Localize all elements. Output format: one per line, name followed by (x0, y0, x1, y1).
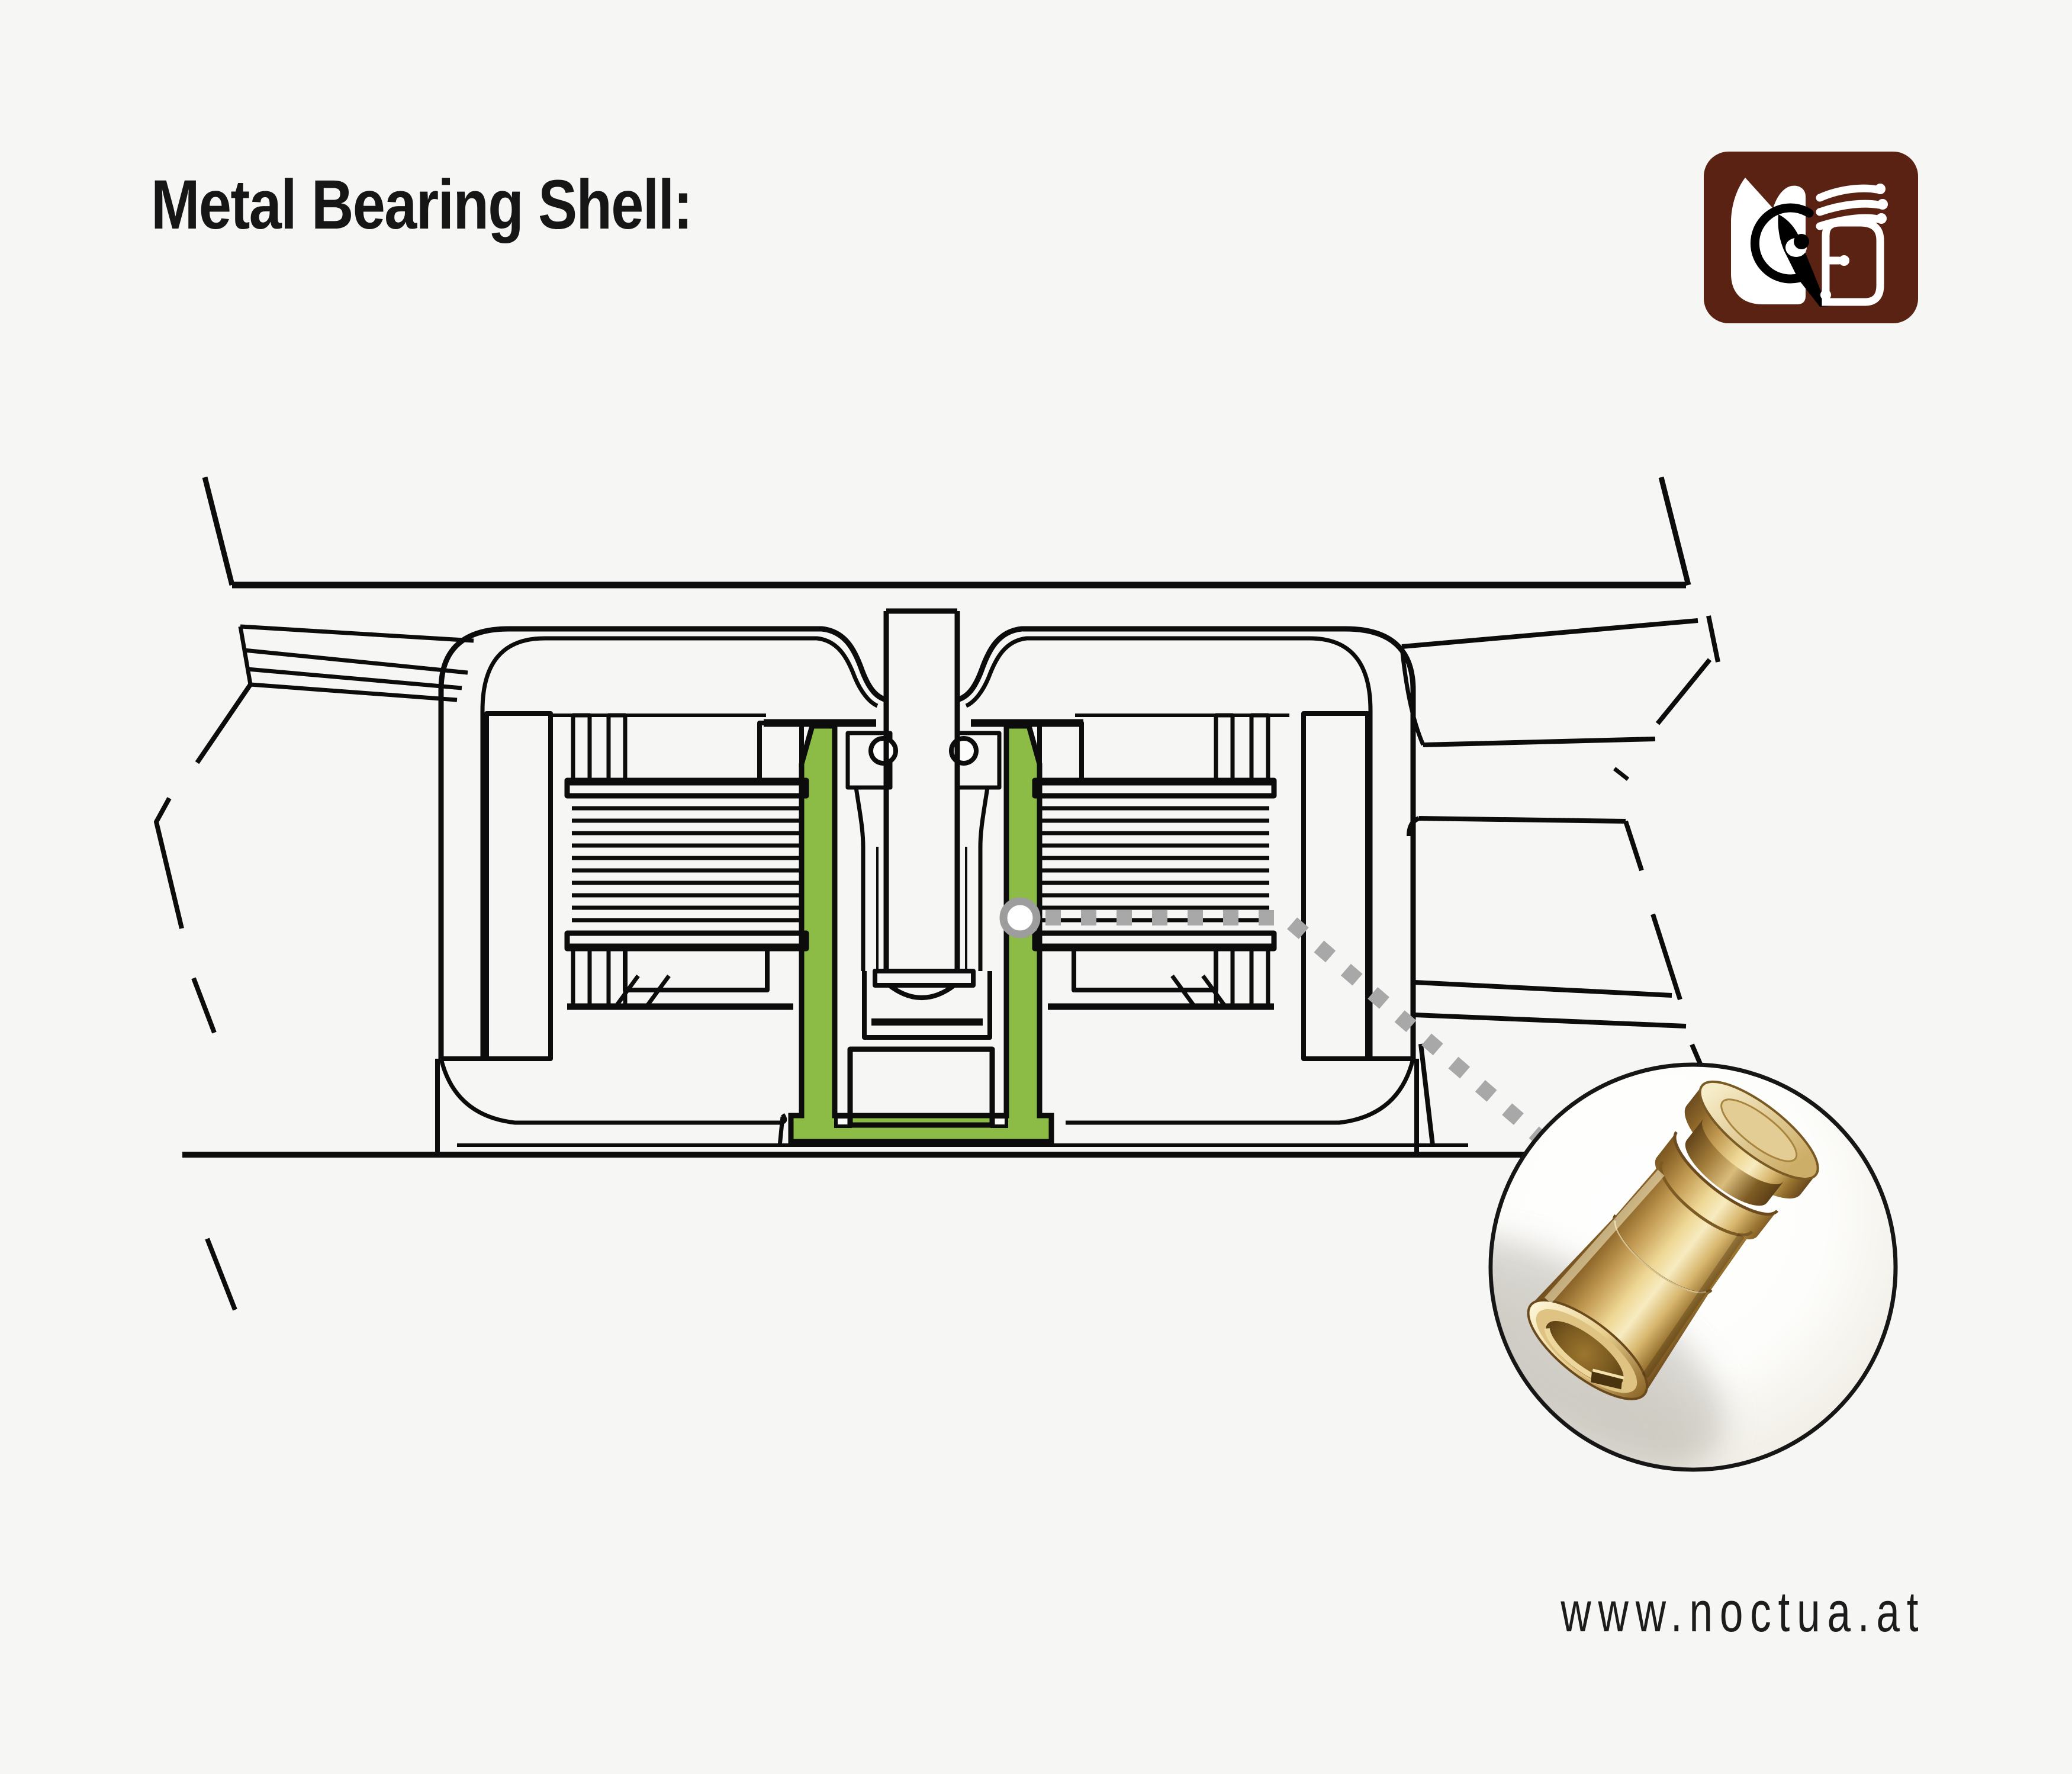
noctua-owl-logo-svg (1704, 152, 1918, 323)
noctua-owl-logo-icon (1704, 152, 1918, 323)
hub-boss-left (757, 721, 804, 783)
stator-coil-right (1032, 713, 1289, 1010)
motor-shaft-and-bearing (757, 608, 1084, 1147)
stator-coil-left (552, 713, 809, 1010)
motor-base-box (847, 1046, 995, 1128)
marker-dot (999, 897, 1041, 939)
rotor-hub (435, 626, 1419, 1153)
bearing-ball-left (868, 736, 898, 766)
website-url: www.noctua.at (1561, 1580, 1925, 1644)
page-title: Metal Bearing Shell: (151, 166, 693, 244)
hub-boss-right (1037, 721, 1084, 783)
fan-outline (1816, 184, 1884, 306)
owl-head (1731, 178, 1839, 307)
bearing-shell-highlight (788, 723, 1054, 1145)
leader-dotted-line (1045, 910, 1545, 1143)
magnet-right (1301, 711, 1370, 1061)
frame-outline (154, 476, 1691, 1311)
magnet-left (484, 711, 553, 1061)
fan-dots (1820, 184, 1888, 300)
fan-blade-section-right (1399, 615, 1720, 1071)
brass-bushing (1527, 1080, 1819, 1400)
